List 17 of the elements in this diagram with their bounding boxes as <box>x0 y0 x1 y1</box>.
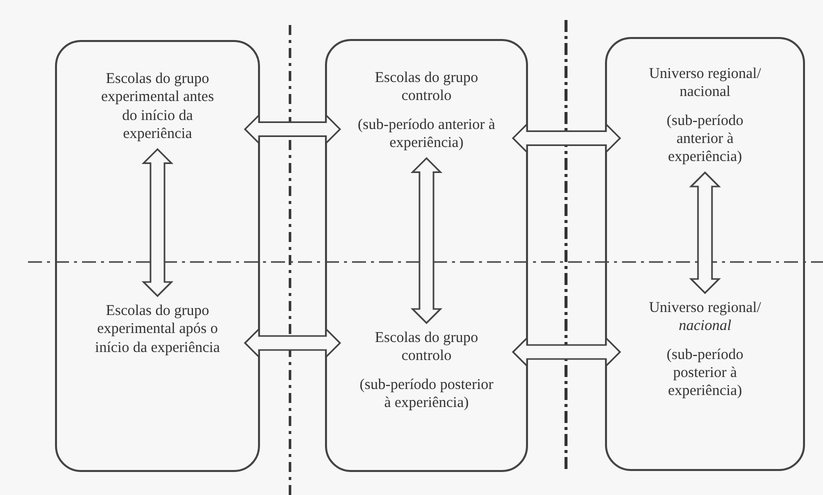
double-arrow <box>244 113 342 146</box>
group-label: Escolas do grupo experimental após o início da experiência <box>95 302 220 357</box>
period-note: (sub-período anterior à experiência) <box>666 112 744 166</box>
group-label: Escolas do grupo controlo <box>374 329 480 366</box>
group-label: Escolas do grupo experimental antes do início da experiência <box>100 70 215 144</box>
group-label: Universo regional/ nacional <box>648 299 762 336</box>
double-arrow <box>689 171 721 294</box>
double-arrow <box>244 327 342 359</box>
period-note: (sub-período posterior à experiência) <box>358 376 494 412</box>
double-arrow <box>142 148 174 298</box>
double-arrow <box>512 336 622 368</box>
period-note: (sub-período posterior à experiência) <box>666 346 744 400</box>
double-arrow <box>512 122 622 154</box>
double-arrow <box>410 157 442 324</box>
period-note: (sub-período anterior à experiência) <box>356 116 496 152</box>
group-label: Universo regional/ nacional <box>648 65 762 102</box>
group-label: Escolas do grupo controlo <box>374 69 480 106</box>
